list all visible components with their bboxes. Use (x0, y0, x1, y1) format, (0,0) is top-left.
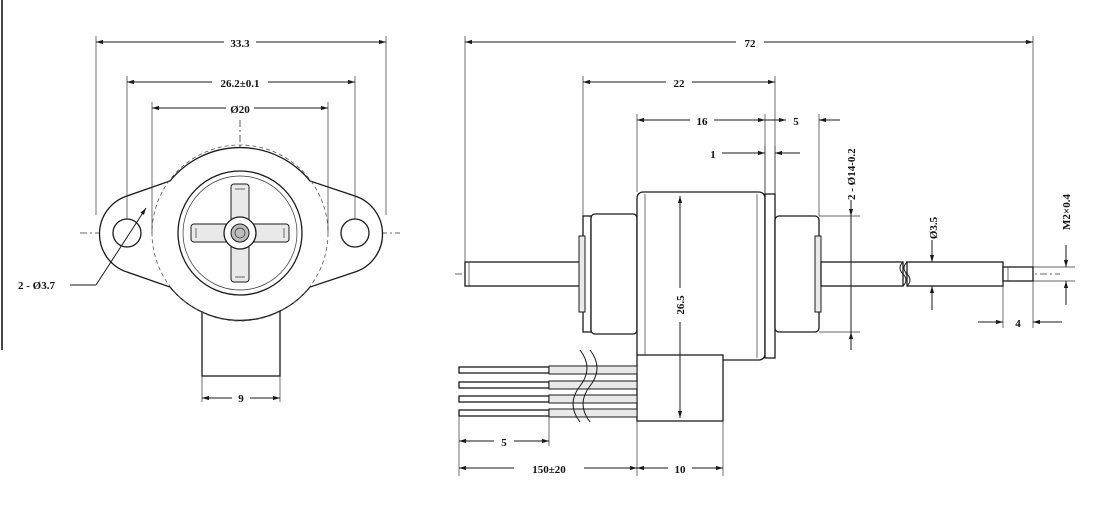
front-view: 33.3 26.2±0.1 Ø20 2 - Ø3.7 9 (18, 36, 400, 405)
dim-front-hole-spacing: 26.2±0.1 (220, 78, 259, 90)
front-right-mounting-hole (340, 218, 370, 248)
side-right-flange-ring (764, 193, 776, 359)
side-right-shaft-b (906, 261, 1004, 287)
dim-side-overall-length: 72 (745, 38, 757, 50)
side-main-housing (636, 191, 766, 361)
dim-side-housing-length: 16 (697, 116, 709, 128)
dim-front-overall-width: 33.3 (230, 38, 250, 50)
dim-side-thread-length: 4 (1015, 318, 1021, 330)
dim-side-flange-diameter: 2 - Ø14-0.2 (846, 148, 858, 200)
dim-side-shaft-diameter: Ø3.5 (928, 216, 940, 239)
side-lead-wires (458, 349, 638, 423)
side-right-flange (774, 215, 820, 333)
dim-front-tab-width: 9 (238, 393, 244, 405)
dim-side-lead-length: 150±20 (532, 464, 566, 476)
dim-side-connector-width: 10 (675, 464, 687, 476)
side-left-shaft (464, 261, 584, 287)
dim-side-wire-strip: 5 (501, 437, 507, 449)
side-threaded-tip (1002, 266, 1034, 282)
dim-front-body-diameter: Ø20 (230, 104, 250, 116)
side-left-flange (590, 213, 638, 335)
dim-side-thread-spec: M2×0.4 (1061, 194, 1073, 230)
side-view: 72 22 16 5 1 2 - Ø14-0.2 Ø3.5 (455, 36, 1075, 476)
dim-front-hole-callout: 2 - Ø3.7 (18, 280, 55, 292)
front-left-mounting-hole (112, 218, 142, 248)
front-hub-inner (182, 175, 298, 291)
dim-side-body-height: 26.5 (675, 295, 687, 315)
side-right-shaft-a (820, 261, 904, 287)
dim-side-flange-thickness: 1 (710, 149, 716, 161)
dim-side-body-length: 22 (674, 78, 686, 90)
front-cross-coupling (190, 183, 290, 283)
dim-side-flange-offset: 5 (793, 116, 799, 128)
